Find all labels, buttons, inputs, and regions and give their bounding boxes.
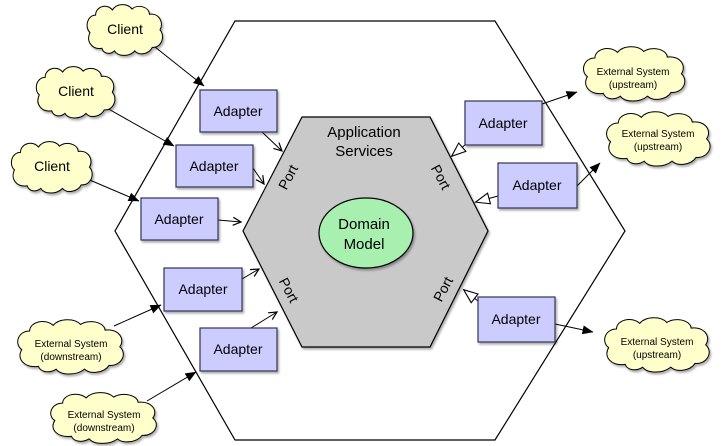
- domain-model-ellipse: [318, 197, 414, 269]
- adapter-left-2: Adapter: [175, 144, 254, 188]
- adapter-left-1: Adapter: [199, 89, 278, 133]
- adapter-left-5-label: Adapter: [213, 341, 262, 357]
- connectors: [84, 46, 601, 402]
- connector-client1-to-adapter1: [154, 46, 205, 87]
- external-upstream-1-label-line2: (upstream): [609, 80, 657, 91]
- adapter-right-2-label: Adapter: [512, 177, 561, 193]
- connector-client2-to-adapter2: [104, 106, 175, 147]
- client-1-label: Client: [107, 21, 143, 37]
- adapters: Adapter Adapter Adapter Adapter Adapter …: [140, 89, 578, 372]
- adapter-left-4-label: Adapter: [178, 281, 227, 297]
- adapter-left-4-box: [163, 267, 243, 312]
- application-services-label-line2: Services: [335, 143, 393, 160]
- adapter-left-2-box: [175, 144, 254, 188]
- connector-adapter8-to-upstream3: [554, 323, 594, 335]
- connector-adapter3-to-port: [217, 216, 243, 226]
- adapter-left-1-label: Adapter: [213, 103, 262, 119]
- connector-adapter8-to-port: [462, 288, 479, 304]
- connector-adapter6-to-port: [450, 142, 467, 158]
- connector-adapter2-to-port: [252, 167, 265, 186]
- adapter-left-3-label: Adapter: [154, 211, 203, 227]
- adapter-right-3-label: Adapter: [491, 311, 540, 327]
- connector-adapter5-to-port: [250, 311, 279, 329]
- external-upstream-3-label-line1: External System: [621, 337, 694, 348]
- adapter-right-1-box: [464, 100, 543, 146]
- adapter-left-4: Adapter: [163, 267, 243, 312]
- connector-adapter7-to-port: [474, 192, 499, 205]
- external-downstream-1-label-line2: (downstream): [40, 352, 101, 363]
- client-2-label: Client: [58, 83, 94, 99]
- adapter-right-1: Adapter: [464, 100, 543, 146]
- connector-adapter4-to-port: [241, 268, 261, 280]
- adapter-left-3: Adapter: [140, 197, 219, 241]
- adapter-left-5-box: [199, 327, 278, 372]
- adapter-right-1-label: Adapter: [478, 115, 527, 131]
- domain-model-label-line1: Domain: [338, 216, 390, 233]
- connector-adapter1-to-port: [261, 131, 283, 152]
- connector-downstream2-to-adapter5: [146, 371, 197, 402]
- adapter-right-3-box: [477, 296, 556, 343]
- adapter-right-2-box: [497, 162, 578, 209]
- external-upstream-1-label-line1: External System: [597, 67, 670, 78]
- connector-adapter6-to-upstream1: [541, 91, 578, 105]
- external-upstream-2-label-line1: External System: [622, 129, 695, 140]
- application-services-label-line1: Application: [327, 124, 400, 141]
- external-upstream-2-label-line2: (upstream): [634, 142, 682, 153]
- domain-model-label-line2: Model: [344, 236, 385, 253]
- external-downstream-2-label-line2: (downstream): [73, 423, 134, 434]
- external-downstream-2-label-line1: External System: [68, 410, 141, 421]
- client-3-label: Client: [34, 158, 70, 174]
- adapter-left-2-label: Adapter: [189, 158, 238, 174]
- adapter-left-3-box: [140, 197, 219, 241]
- external-upstream-3-label-line2: (upstream): [633, 350, 681, 361]
- adapter-right-2: Adapter: [497, 162, 578, 209]
- connector-client3-to-adapter3: [84, 177, 140, 202]
- adapter-left-5: Adapter: [199, 327, 278, 372]
- adapter-left-1-box: [199, 89, 278, 133]
- external-downstream-1-label-line1: External System: [35, 339, 108, 350]
- connector-adapter7-to-upstream2: [576, 162, 601, 187]
- adapter-right-3: Adapter: [477, 296, 556, 343]
- connector-downstream1-to-adapter4: [113, 304, 162, 327]
